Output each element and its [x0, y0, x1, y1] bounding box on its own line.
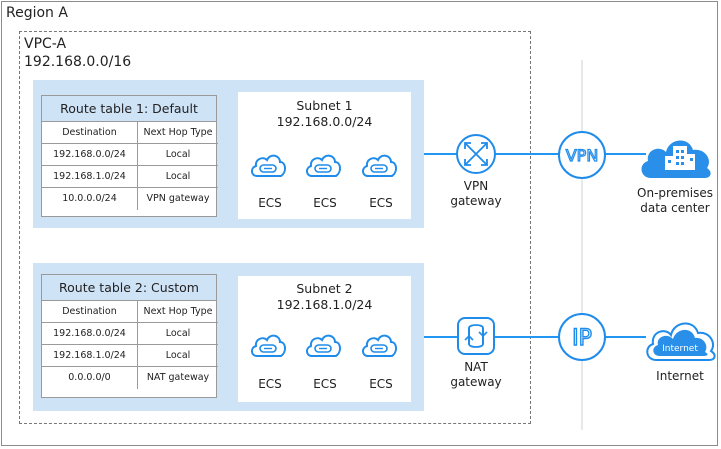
rt1-row2-destination: 192.168.1.0/24 — [42, 166, 138, 188]
internet-cloud-icon: Internet — [646, 322, 716, 361]
vpc-cidr: 192.168.0.0/16 — [24, 54, 132, 70]
route-table-2: Route table 2: Custom Destination Next H… — [41, 274, 218, 398]
datacenter-label: On-premises data center — [637, 186, 713, 215]
vpn-badge-text: VPN — [566, 146, 599, 165]
ecs-label: ECS — [313, 196, 337, 210]
ecs-label: ECS — [369, 196, 393, 210]
rt1-row1-next-hop: Local — [138, 144, 218, 166]
internet-label: Internet — [656, 369, 704, 383]
rt1-row1-destination: 192.168.0.0/24 — [42, 144, 138, 166]
rt2-row2-next-hop: Local — [138, 345, 218, 367]
subnet-1-name: Subnet 1 — [296, 98, 353, 113]
ip-badge-text: IP — [572, 326, 592, 351]
rt2-row1-next-hop: Local — [138, 323, 218, 345]
route-table-2-title: Route table 2: Custom — [42, 275, 216, 301]
rt1-header-destination: Destination — [42, 122, 138, 144]
rt1-row3-next-hop: VPN gateway — [146, 193, 210, 204]
ecs-label: ECS — [313, 377, 337, 391]
nat-gateway-label: NAT gateway — [450, 360, 502, 389]
rt1-row3-destination: 10.0.0.0/24 — [42, 188, 138, 210]
nat-gateway-icon — [457, 317, 495, 355]
region-title: Region A — [6, 5, 68, 21]
vpc-name: VPC-A — [24, 36, 67, 52]
ecs-icon — [362, 154, 397, 177]
vpn-icon: VPN — [558, 131, 606, 179]
rt2-row3-destination: 0.0.0.0/0 — [42, 367, 138, 389]
eip-icon: IP — [558, 313, 606, 361]
datacenter-cloud-icon — [641, 140, 711, 178]
ecs-icon — [306, 154, 341, 177]
vpn-gateway-label: VPN gateway — [450, 179, 502, 208]
rt1-header-next-hop: Next Hop Type — [138, 122, 218, 144]
ecs-icon — [251, 154, 286, 177]
rt2-row1-destination: 192.168.0.0/24 — [42, 323, 138, 345]
rt2-header-next-hop: Next Hop Type — [138, 301, 218, 323]
ecs-icon — [251, 334, 286, 357]
vpn-gateway-icon — [456, 134, 496, 174]
ecs-icon — [362, 334, 397, 357]
subnet-2-cidr: 192.168.1.0/24 — [276, 297, 373, 312]
subnet-2-name: Subnet 2 — [296, 281, 353, 296]
ecs-label: ECS — [258, 196, 282, 210]
rt2-row2-destination: 192.168.1.0/24 — [42, 345, 138, 367]
internet-cloud-text: Internet — [662, 344, 698, 354]
vpc-title: VPC-A 192.168.0.0/16 — [24, 35, 131, 71]
rt1-row2-next-hop: Local — [138, 166, 218, 188]
ecs-label: ECS — [369, 377, 393, 391]
rt2-header-destination: Destination — [42, 301, 138, 323]
route-table-1: Route table 1: Default Destination Next … — [41, 95, 218, 217]
ecs-icon — [306, 334, 341, 357]
rt2-row3-next-hop: NAT gateway — [146, 372, 210, 383]
route-table-1-title: Route table 1: Default — [42, 96, 216, 122]
vpc-frame — [19, 31, 531, 424]
subnet-1-cidr: 192.168.0.0/24 — [276, 114, 373, 129]
ecs-label: ECS — [258, 377, 282, 391]
